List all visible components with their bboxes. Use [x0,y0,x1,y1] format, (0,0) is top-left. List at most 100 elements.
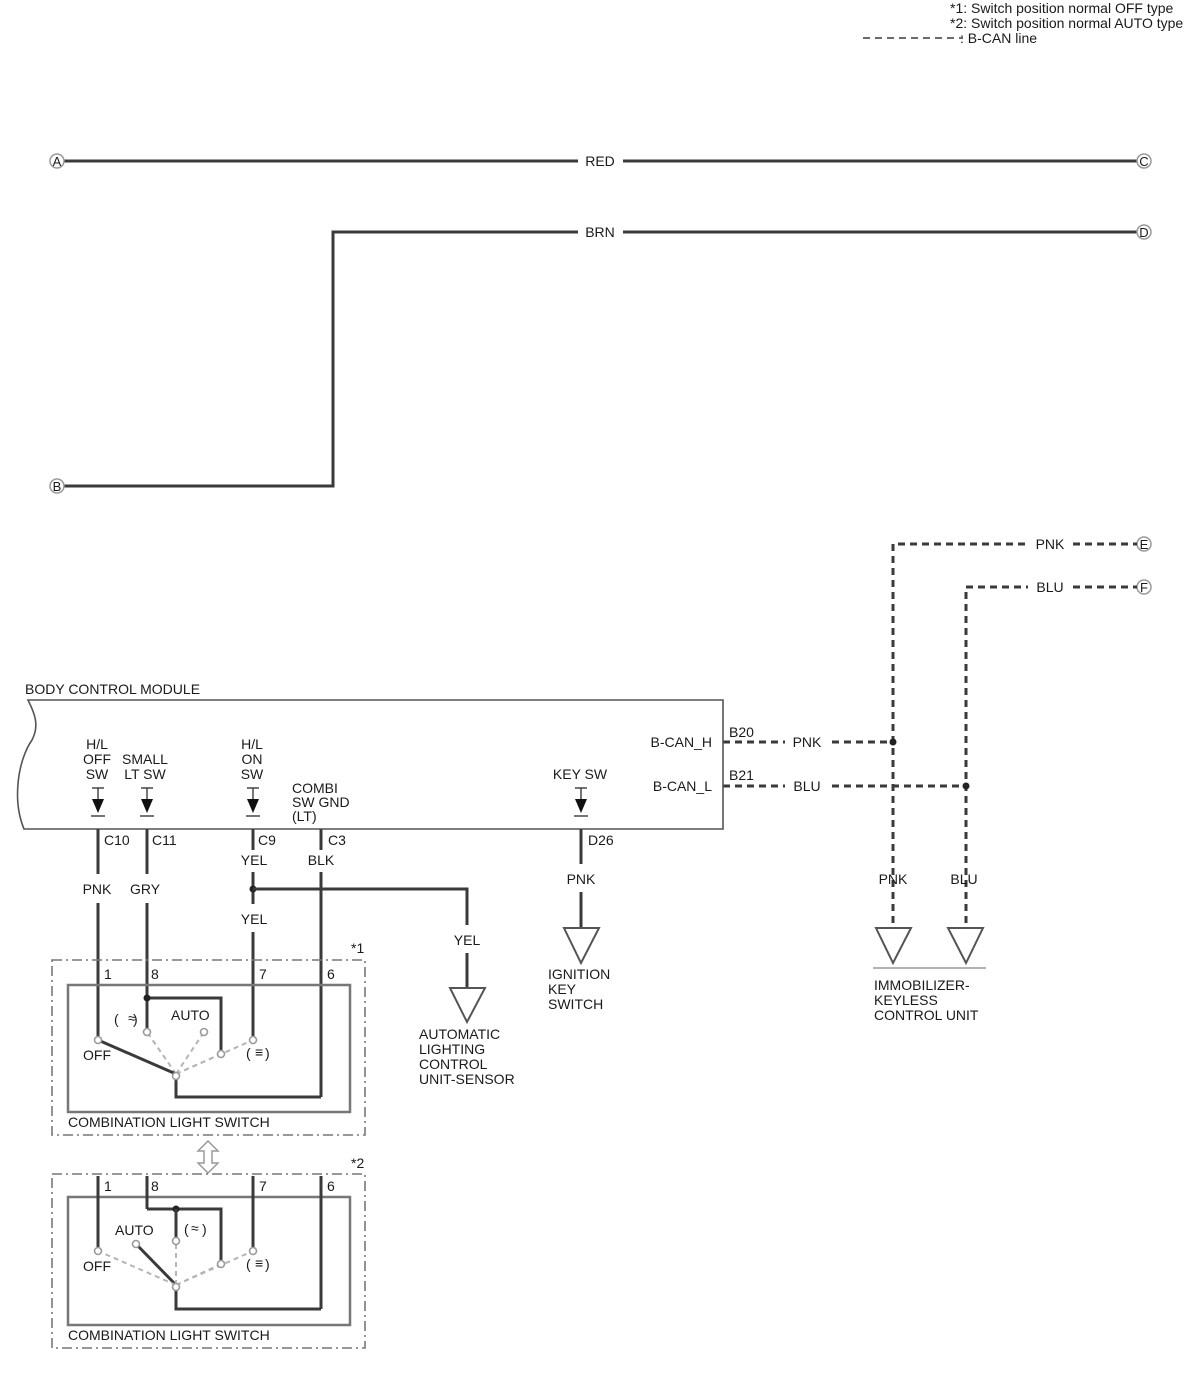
switch1-headlight-position: ( ≡ ) [246,1044,270,1061]
switch1-note: *1 [351,940,364,956]
can-label-pnk-top: PNK [1036,536,1065,552]
bcm-combi-gnd-label-2: SW GND [292,794,350,810]
bcm-pin-d26: D26 [588,832,614,848]
sensor-label-3: CONTROL [419,1056,488,1072]
switch1-small-paren-open: ( [114,1011,119,1027]
bcm-pin-c10: C10 [104,832,130,848]
switch1-title: COMBINATION LIGHT SWITCH [68,1114,270,1130]
switch1-pin-8: 8 [151,966,159,982]
svg-text:D: D [1139,225,1148,240]
switch1-small-paren-close: ) [133,1011,138,1027]
can-label-blu-top: BLU [1036,579,1063,595]
wire-label-red: RED [585,153,615,169]
svg-text:E: E [1140,537,1149,552]
svg-text:C: C [1139,154,1148,169]
immobilizer-label-2: KEYLESS [874,992,938,1008]
immobilizer-unit: IMMOBILIZER- KEYLESS CONTROL UNIT [873,927,986,1023]
headlight-icon: ≡ [255,1044,263,1060]
switch2-small-light-position: ( ≈ ) [184,1220,207,1237]
can-wire-pnk: PNK PNK PNK [723,536,1137,935]
switch2-pin-6: 6 [327,1178,335,1194]
wire-label-pnk-c10: PNK [83,881,112,897]
switch1-pin-7: 7 [259,966,267,982]
legend: *1: Switch position normal OFF type *2: … [863,0,1183,46]
switch2-head-paren-close: ) [265,1256,270,1272]
can-wire-blu: BLU BLU BLU [723,579,1137,935]
can-label-pnk-bottom: PNK [879,871,908,887]
bcm-bcan-h-label: B-CAN_H [651,734,712,750]
bcm-pin-b20: B20 [729,724,754,740]
wire-label-yel-sensor: YEL [454,932,481,948]
switch1-pin-6: 6 [327,966,335,982]
bcm-bcan-l-label: B-CAN_L [653,778,712,794]
switch-harness: PNK GRY YEL YEL YEL BLK PNK [83,829,596,1097]
bcm-combi-gnd-label-3: (LT) [292,808,317,824]
legend-note-1: *1: Switch position normal OFF type [950,0,1174,16]
immobilizer-label-1: IMMOBILIZER- [874,977,970,993]
svg-text:F: F [1140,580,1148,595]
switch1-pin-1: 1 [104,966,112,982]
legend-can-line: : B-CAN line [960,30,1037,46]
switch2-pin-1: 1 [104,1178,112,1194]
connector-e: E [1136,536,1152,552]
ignition-label-2: KEY [548,981,577,997]
bcm-hl-off-label-3: SW [86,766,109,782]
bcm-pin-b21: B21 [729,767,754,783]
connector-c: C [1136,153,1152,169]
headlight-icon: ≡ [255,1255,263,1271]
switch2-off-label: OFF [83,1258,111,1274]
wire-red: RED [63,153,1138,169]
bcm-small-lt-label-1: SMALL [122,751,168,767]
switch1-head-paren-close: ) [265,1045,270,1061]
connector-d: D [1136,224,1152,240]
switch2-title: COMBINATION LIGHT SWITCH [68,1327,270,1343]
can-label-blu-bottom: BLU [950,871,977,887]
immobilizer-label-3: CONTROL UNIT [874,1007,979,1023]
switch2-note: *2 [351,1155,364,1171]
switch2-small-paren-open: ( [184,1221,189,1237]
switch1-auto-label: AUTO [171,1007,210,1023]
bcm-hl-on-label-2: ON [242,751,263,767]
wire-label-pnk-d26: PNK [567,871,596,887]
switch2-pin-7: 7 [259,1178,267,1194]
connector-b: B [49,478,65,494]
bcm-hl-off-label-1: H/L [86,736,108,752]
switch1-head-paren-open: ( [246,1045,251,1061]
wire-brn: BRN [63,224,1138,488]
switch1-small-light-position: ( ≈ ) [114,1010,138,1027]
small-light-icon: ≈ [191,1220,199,1236]
bcm-pin-c9: C9 [258,832,276,848]
sensor-label-4: UNIT-SENSOR [419,1071,515,1087]
can-label-blu-bcm: BLU [793,778,820,794]
connector-f: F [1136,579,1152,595]
wire-label-blk: BLK [308,852,335,868]
bcm-hl-off-label-2: OFF [83,751,111,767]
legend-note-2: *2: Switch position normal AUTO type [950,15,1183,31]
can-label-pnk-bcm: PNK [793,734,822,750]
svg-text:A: A [53,154,62,169]
exchange-arrow-icon [196,1139,220,1175]
switch2-auto-label: AUTO [115,1222,154,1238]
sensor-label-2: LIGHTING [419,1041,485,1057]
bcm-pin-c11: C11 [152,832,177,848]
combination-light-switch-auto-type: *2 1 8 7 6 OFF AUTO ( ≈ ) ( [51,1155,366,1349]
switch1-off-label: OFF [83,1047,111,1063]
body-control-module: BODY CONTROL MODULE H/L OFF SW SMALL LT … [16,681,754,848]
ignition-label-1: IGNITION [548,966,610,982]
bcm-pin-c3: C3 [328,832,346,848]
bcm-input-arrows [91,787,588,817]
switch2-headlight-position: ( ≡ ) [246,1255,270,1272]
svg-text:B: B [53,479,62,494]
bcm-key-sw-label: KEY SW [553,766,608,782]
ignition-label-3: SWITCH [548,996,603,1012]
sensor-label-1: AUTOMATIC [419,1026,500,1042]
wire-label-yel-c9: YEL [241,852,268,868]
bcm-small-lt-label-2: LT SW [124,766,166,782]
combination-light-switch-off-type: *1 1 8 7 6 OFF AUTO ( ≈ ) ( ≡ ) COMBIN [51,940,366,1136]
small-light-icon: ≈ [128,1010,136,1026]
ignition-key-switch: IGNITION KEY SWITCH [548,927,610,1012]
bcm-hl-on-label-1: H/L [241,736,263,752]
connector-a: A [49,153,65,169]
bcm-combi-gnd-label-1: COMBI [292,780,338,796]
